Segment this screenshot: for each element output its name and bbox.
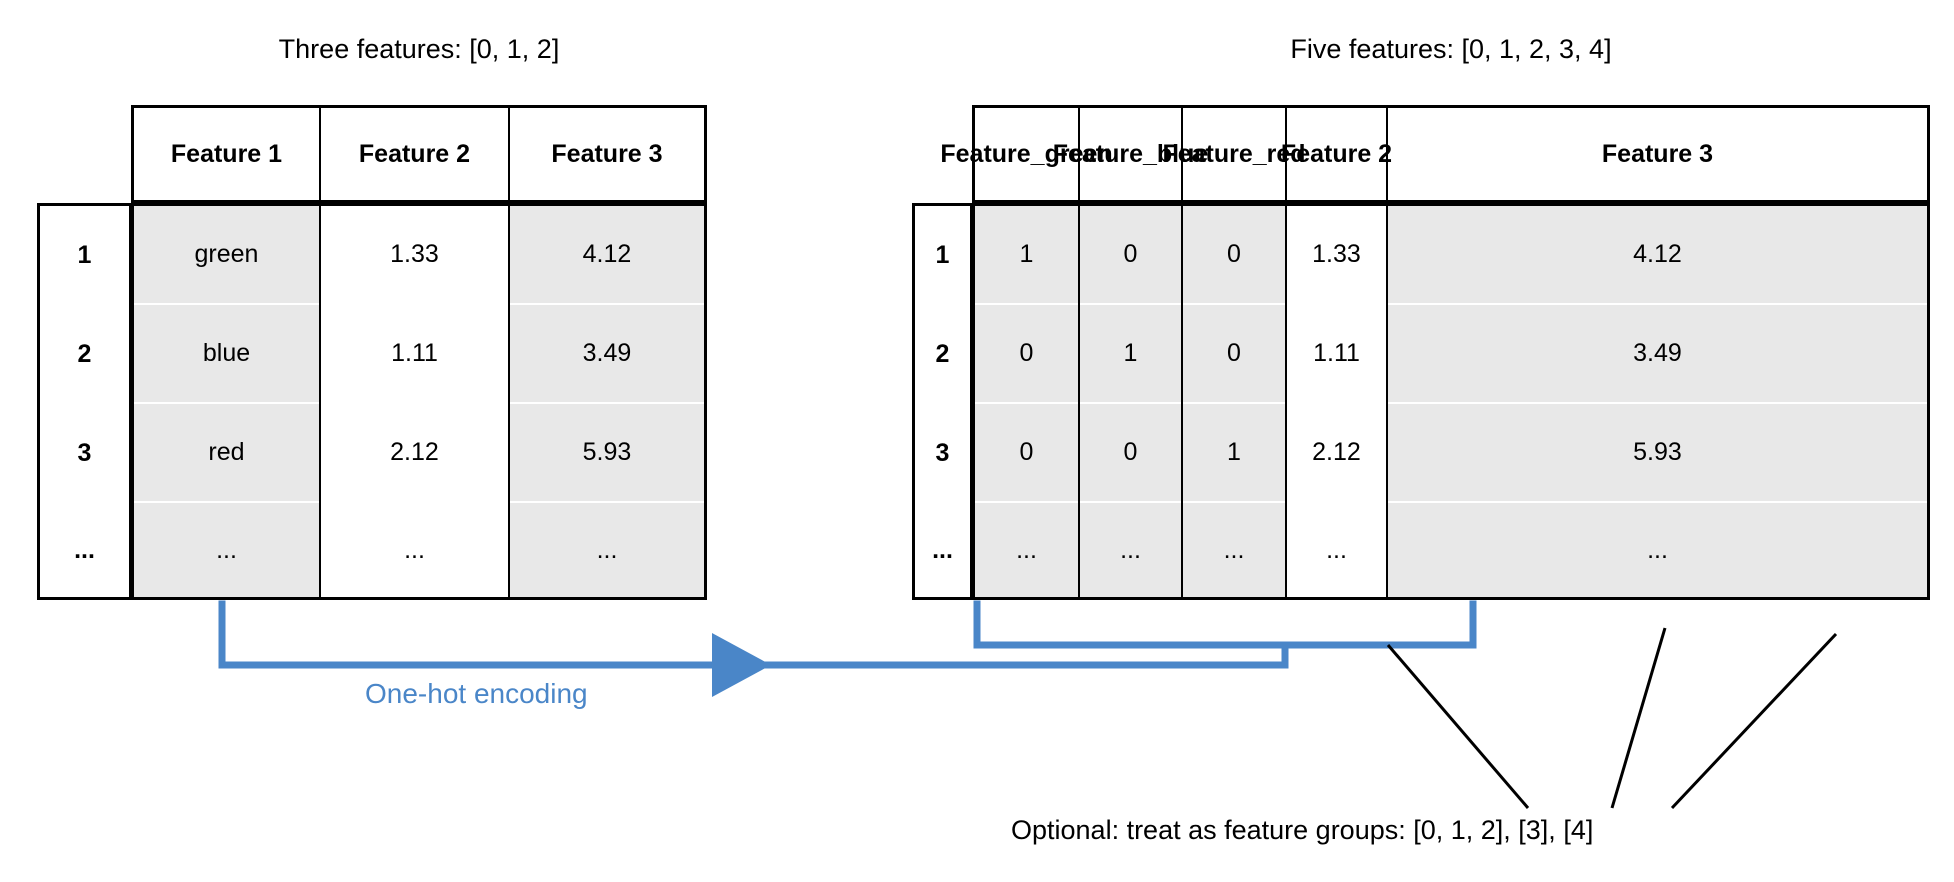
one-hot-encoding-arrow (218, 600, 1289, 697)
right-table-cell: 0 (1080, 206, 1181, 305)
right-table-row-label: 2 (935, 340, 950, 368)
right-table-cell: 0 (975, 404, 1078, 503)
right-table-title: Five features: [0, 1, 2, 3, 4] (1290, 34, 1612, 64)
left-table-title: Three features: [0, 1, 2] (278, 34, 560, 64)
feature-group-bracket (973, 600, 1477, 669)
left-table-row-label: ... (74, 535, 95, 564)
left-table-row-label: 2 (77, 340, 92, 368)
right-table-index-column: 1 2 3... (912, 203, 973, 600)
left-table-row-label: 3 (77, 439, 92, 467)
right-table-cell: 3.49 (1388, 305, 1927, 404)
right-table-row-label: ... (932, 535, 953, 564)
left-table-column-header: Feature 1 (134, 108, 321, 200)
right-table-cell: ... (1016, 535, 1037, 564)
left-table-cell: 1.33 (390, 240, 439, 268)
right-table-row-label: 1 (935, 241, 950, 269)
left-table-index-column: 1 2 3... (37, 203, 132, 600)
right-table-cell: ... (1223, 535, 1245, 564)
right-table-cell: 0 (975, 305, 1078, 404)
right-table-column-header: Feature 3 (1601, 139, 1714, 168)
feature-group-leader-lines (1386, 627, 1838, 810)
right-table-cell: 1.33 (1312, 240, 1361, 268)
right-table-cell: 1.11 (1313, 339, 1360, 367)
right-table-cell: 2.12 (1312, 438, 1361, 466)
left-table-cell: 5.93 (510, 404, 704, 503)
right-table-column-header: Feature 2 (1281, 108, 1392, 200)
left-table-cell: 4.12 (510, 206, 704, 305)
feature-groups-caption: Optional: treat as feature groups: [0, 1… (1011, 815, 1594, 845)
left-table-cell: green (134, 206, 319, 305)
left-table-column-header: Feature 2 (321, 108, 510, 200)
right-table-cell: 4.12 (1388, 206, 1927, 305)
right-table-cell: ... (1120, 535, 1141, 564)
left-table-row-label: 1 (77, 241, 92, 269)
right-table-column-header: Feature_red (1162, 108, 1306, 200)
right-table-cell: ... (1647, 535, 1668, 564)
left-table-cell: red (134, 404, 319, 503)
right-table-row-label: 3 (935, 439, 950, 467)
left-table-cell: 3.49 (510, 305, 704, 404)
right-table-cell: 0 (1183, 206, 1285, 305)
right-table-cell: ... (1326, 535, 1347, 564)
right-table-cell: 0 (1080, 404, 1181, 503)
left-table-cell: ... (216, 535, 237, 564)
right-table-cell: 0 (1183, 305, 1285, 404)
left-table-column-header: Feature 3 (551, 139, 663, 168)
left-table-cell: ... (596, 535, 618, 564)
right-table-cell: 1 (1080, 305, 1181, 404)
left-table-column: 1.33 1.11 2.12... (321, 206, 510, 597)
left-table-cell: ... (404, 535, 425, 564)
left-table-cell: blue (134, 305, 319, 404)
right-table-cell: 1 (1183, 404, 1285, 503)
right-table-column: 1.33 1.11 2.12... (1287, 206, 1388, 597)
left-table-cell: 1.11 (391, 339, 438, 367)
right-table-cell: 5.93 (1388, 404, 1927, 503)
left-table-cell: 2.12 (390, 438, 439, 466)
right-table-cell: 1 (975, 206, 1078, 305)
one-hot-encoding-label: One-hot encoding (365, 678, 588, 709)
